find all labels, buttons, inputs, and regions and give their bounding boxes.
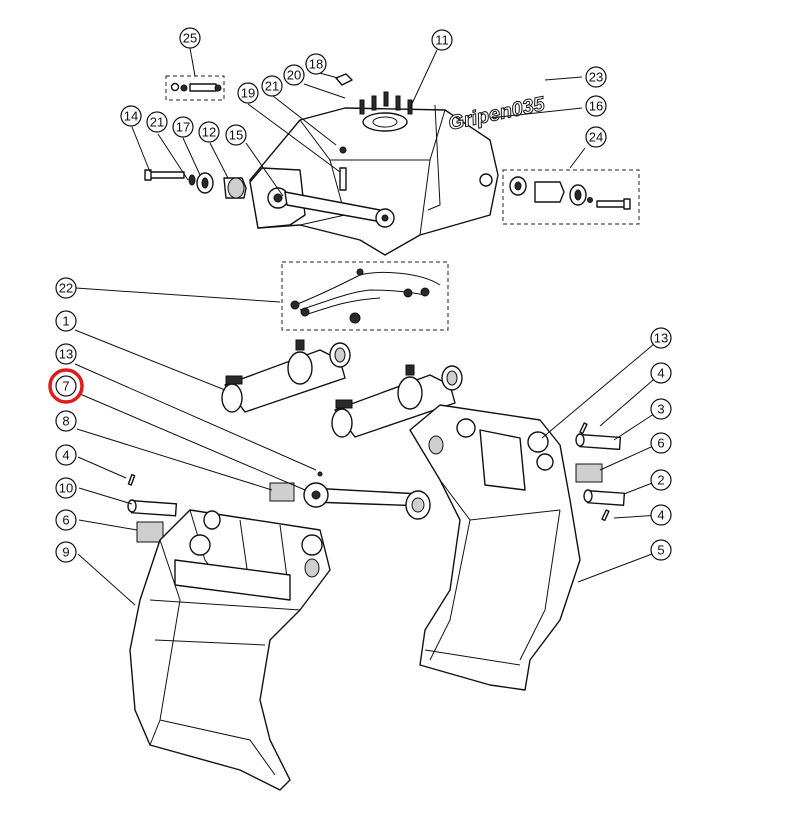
- callout-22: 22: [55, 277, 77, 299]
- svg-text:23: 23: [589, 70, 603, 85]
- svg-text:11: 11: [435, 33, 449, 48]
- pin-kit-24: [502, 169, 640, 225]
- callout-20: 20: [283, 64, 305, 86]
- callout-21-left: 21: [146, 111, 168, 133]
- callout-25: 25: [179, 27, 201, 49]
- callout-4-left: 4: [55, 444, 77, 466]
- svg-text:24: 24: [589, 130, 603, 145]
- svg-text:18: 18: [309, 57, 323, 72]
- svg-text:14: 14: [124, 109, 138, 124]
- callout-8: 8: [55, 410, 77, 432]
- svg-text:4: 4: [657, 366, 664, 381]
- callout-4-lower-right: 4: [650, 504, 672, 526]
- callout-18: 18: [305, 53, 327, 75]
- svg-text:17: 17: [176, 120, 190, 135]
- cylinder-left: [221, 339, 351, 413]
- callout-3: 3: [650, 398, 672, 420]
- svg-text:9: 9: [62, 545, 69, 560]
- callout-9: 9: [55, 541, 77, 563]
- svg-text:13: 13: [59, 347, 73, 362]
- svg-text:13: 13: [654, 331, 668, 346]
- link-rod: [269, 471, 431, 520]
- callout-2: 2: [650, 469, 672, 491]
- cylinder-right: [331, 364, 463, 438]
- svg-text:16: 16: [589, 99, 603, 114]
- svg-text:22: 22: [59, 281, 73, 296]
- callout-11: 11: [431, 29, 453, 51]
- callout-16: 16: [585, 95, 607, 117]
- svg-text:1: 1: [62, 314, 69, 329]
- hose-kit-22: [281, 261, 449, 331]
- grapple-jaw-left: [129, 509, 331, 791]
- callout-24: 24: [585, 126, 607, 148]
- callouts: 25 18 11 20 21 19 23 16 14 21 17 12 15 2…: [55, 27, 672, 563]
- svg-text:21: 21: [265, 79, 279, 94]
- svg-text:6: 6: [62, 513, 69, 528]
- left-pins: [127, 473, 178, 543]
- callout-23: 23: [585, 66, 607, 88]
- right-pins: [575, 422, 626, 522]
- svg-text:3: 3: [657, 402, 664, 417]
- svg-text:21: 21: [150, 115, 164, 130]
- callout-5: 5: [650, 539, 672, 561]
- callout-6-right: 6: [650, 432, 672, 454]
- svg-text:25: 25: [183, 31, 197, 46]
- svg-text:6: 6: [657, 436, 664, 451]
- bolt-kit-25: [165, 75, 225, 101]
- callout-4-upper-right: 4: [650, 362, 672, 384]
- callout-10: 10: [55, 477, 77, 499]
- left-pin-assembly: [144, 169, 247, 199]
- svg-text:7: 7: [62, 379, 69, 394]
- callout-14: 14: [120, 105, 142, 127]
- svg-text:8: 8: [62, 414, 69, 429]
- callout-13-right: 13: [650, 327, 672, 349]
- callout-13-left: 13: [55, 343, 77, 365]
- callout-12: 12: [198, 121, 220, 143]
- callout-19: 19: [237, 82, 259, 104]
- svg-text:5: 5: [657, 543, 664, 558]
- svg-text:4: 4: [657, 508, 664, 523]
- svg-text:15: 15: [229, 128, 243, 143]
- svg-text:20: 20: [287, 68, 301, 83]
- callout-7: 7: [55, 375, 77, 397]
- svg-text:19: 19: [241, 86, 255, 101]
- svg-text:4: 4: [62, 448, 69, 463]
- svg-text:10: 10: [59, 481, 73, 496]
- svg-text:2: 2: [657, 473, 664, 488]
- grapple-jaw-right: [409, 404, 581, 691]
- callout-1: 1: [55, 310, 77, 332]
- callout-21-top: 21: [261, 75, 283, 97]
- callout-15: 15: [225, 124, 247, 146]
- callout-7-highlight-ring: [48, 368, 84, 404]
- callout-6-left: 6: [55, 509, 77, 531]
- callout-17: 17: [172, 116, 194, 138]
- top-bracket-assembly: Gripen035: [249, 73, 548, 256]
- svg-text:12: 12: [202, 125, 216, 140]
